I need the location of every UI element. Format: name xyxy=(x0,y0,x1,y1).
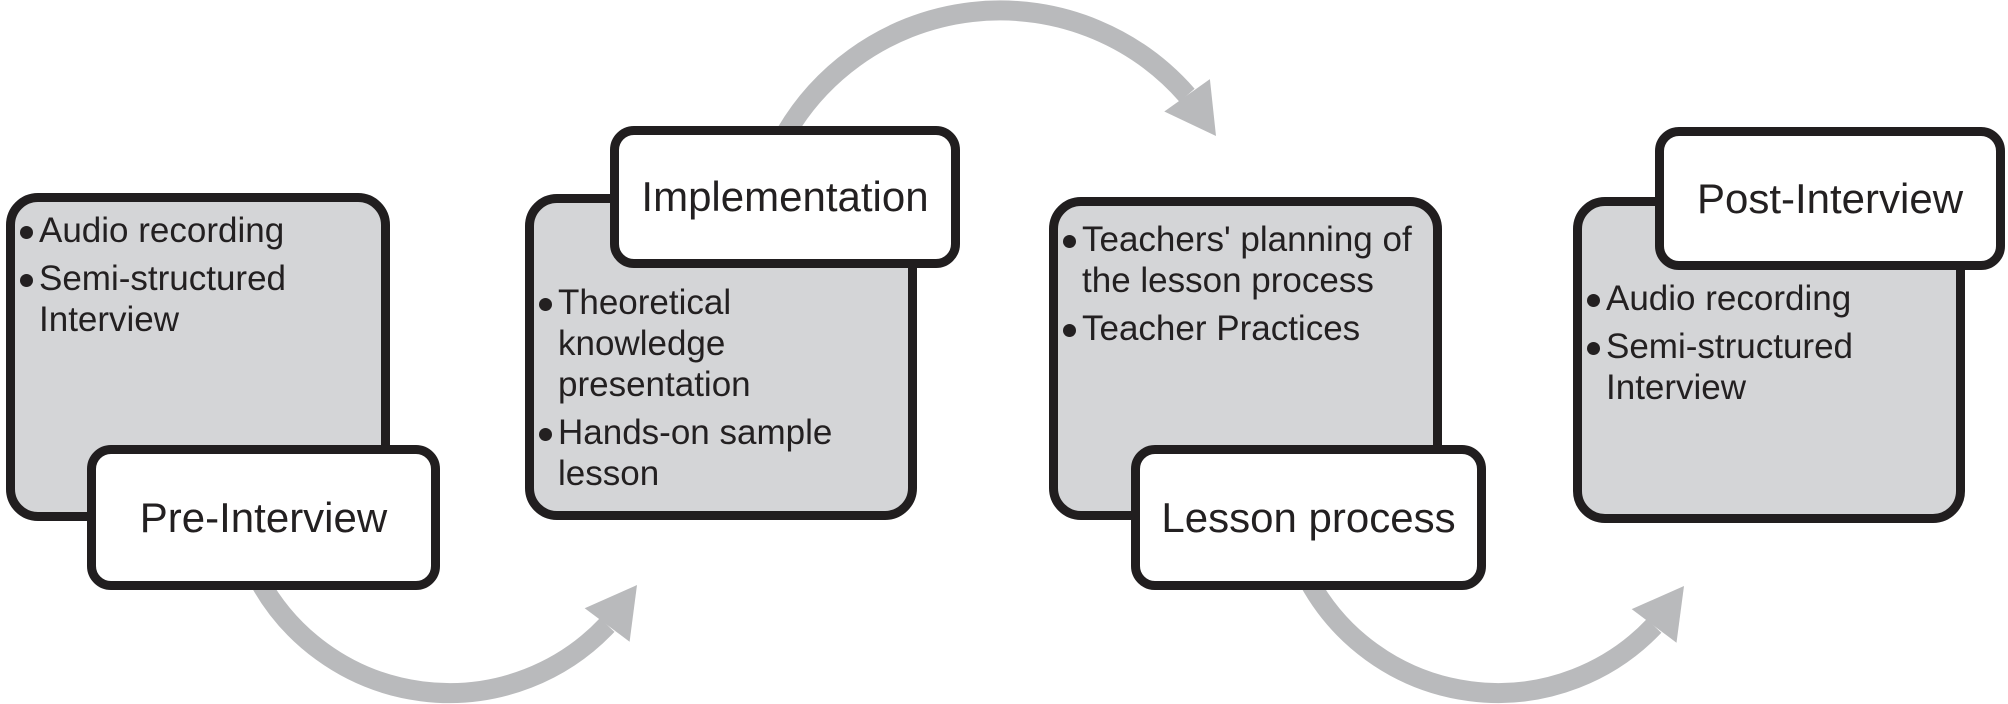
stage-label: Post-Interview xyxy=(1696,174,1964,222)
bullet-item: Teachers' planning of the lesson process xyxy=(1063,219,1431,301)
bullet-text: Semi-structured Interview xyxy=(1606,327,1854,407)
stage-implementation-label-box: Implementation xyxy=(610,126,960,268)
bullet-item: Theoretical knowledge presentation xyxy=(539,282,905,405)
stage-label: Lesson process xyxy=(1161,493,1456,541)
stage-lesson-process-bullet-list: Teachers' planning of the lesson process… xyxy=(1063,219,1431,349)
arrow-lesson-to-post-icon xyxy=(1300,576,1684,703)
stage-label: Pre-Interview xyxy=(139,493,388,541)
stage-lesson-process-label-box: Lesson process xyxy=(1131,445,1486,590)
stage-label: Implementation xyxy=(641,173,929,220)
bullet-text: Audio recording xyxy=(1606,279,1852,318)
bullet-text: Semi-structured Interview xyxy=(39,259,287,339)
bullet-text: Hands-on sample lesson xyxy=(558,413,833,493)
bullet-item: Audio recording xyxy=(20,210,376,251)
bullet-item: Semi-structured Interview xyxy=(20,258,376,340)
stage-pre-interview-bullet-list: Audio recording Semi-structured Intervie… xyxy=(20,210,376,340)
stage-post-interview-bullet-list: Audio recording Semi-structured Intervie… xyxy=(1587,278,1955,408)
bullet-icon xyxy=(1587,278,1606,319)
arrow-implementation-to-lesson-icon xyxy=(772,0,1216,147)
stage-implementation-bullet-list: Theoretical knowledge presentation Hands… xyxy=(539,282,905,494)
bullet-icon xyxy=(20,210,39,251)
bullet-icon xyxy=(1587,326,1606,367)
bullet-text: Teacher Practices xyxy=(1082,309,1361,348)
bullet-item: Semi-structured Interview xyxy=(1587,326,1955,408)
bullet-icon xyxy=(539,412,558,453)
bullet-icon xyxy=(539,282,558,323)
arrow-pre-to-implementation-icon xyxy=(250,575,637,704)
bullet-icon xyxy=(1063,219,1082,260)
stage-post-interview-label-box: Post-Interview xyxy=(1655,127,2005,270)
bullet-item: Audio recording xyxy=(1587,278,1955,319)
bullet-text: Theoretical knowledge presentation xyxy=(558,283,751,404)
bullet-item: Hands-on sample lesson xyxy=(539,412,905,494)
bullet-icon xyxy=(20,258,39,299)
stage-pre-interview-label-box: Pre-Interview xyxy=(87,445,440,590)
bullet-text: Teachers' planning of the lesson process xyxy=(1082,220,1412,300)
bullet-text: Audio recording xyxy=(39,211,285,250)
bullet-icon xyxy=(1063,308,1082,349)
bullet-item: Teacher Practices xyxy=(1063,308,1431,349)
